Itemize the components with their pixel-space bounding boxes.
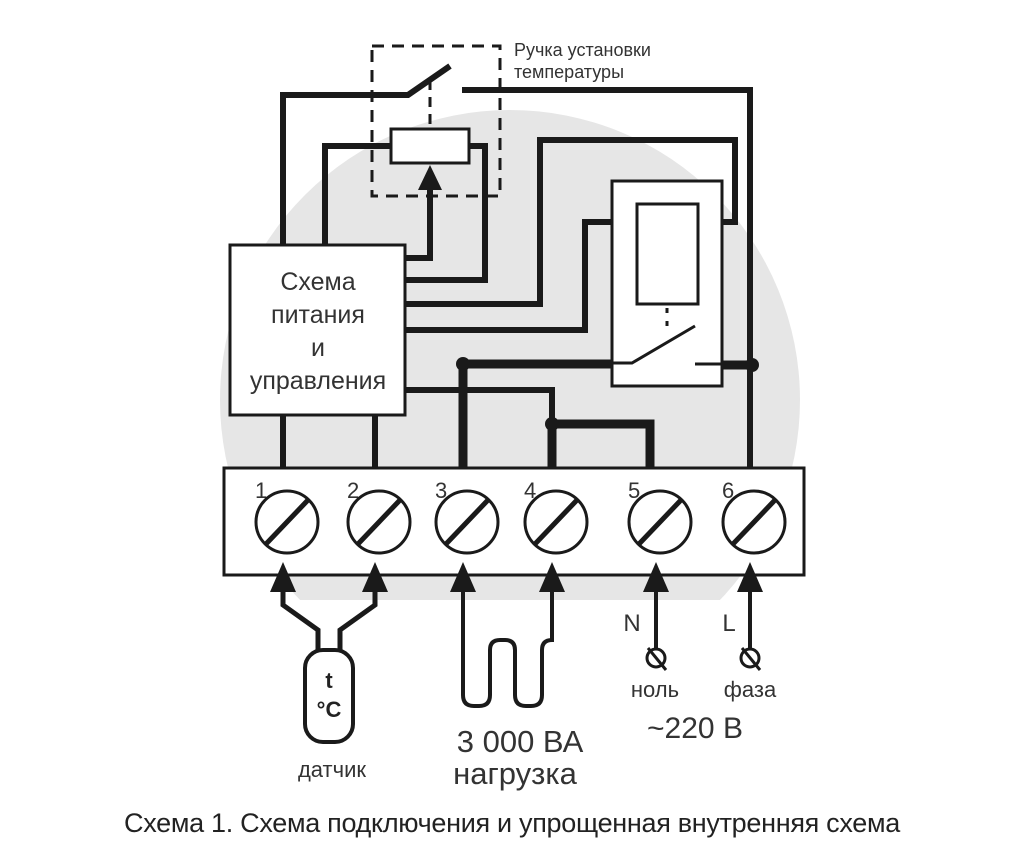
pot-wire-right [405, 143, 488, 283]
control-block-line-3: и [311, 334, 325, 362]
terminal-arrow-1 [270, 562, 296, 592]
load-power: 3 000 ВА [457, 724, 584, 759]
control-block-line-1: Схема [280, 268, 355, 296]
knob-dashed-box [370, 44, 502, 198]
screw-slot-4 [533, 498, 579, 546]
phase-label: фаза [724, 677, 777, 702]
relay-contact [612, 324, 696, 365]
screw-slot-6 [731, 498, 777, 546]
pot-wire-left [322, 143, 391, 245]
mains-voltage: ~220 В [647, 712, 743, 745]
junction-4 [545, 417, 559, 431]
terminal-number-1: 1 [255, 478, 267, 503]
temperature-sensor [303, 648, 355, 744]
control-block [228, 243, 407, 417]
knob-label-line-1: Ручка установки [514, 40, 651, 60]
neutral-plug-icon [645, 647, 667, 669]
terminal-arrow-2 [362, 562, 388, 592]
figure-caption: Схема 1. Схема подключения и упрощенная … [124, 808, 900, 838]
terminal-number-3: 3 [435, 478, 447, 503]
junction-phase [745, 358, 759, 372]
phase-plug-icon [739, 647, 761, 669]
screw-slot-3 [444, 498, 490, 546]
neutral-wire-5 [552, 419, 655, 470]
relay-coil [635, 202, 700, 306]
screw-slot-2 [356, 498, 402, 546]
terminal-number-2: 2 [347, 478, 359, 503]
sensor-lead-right [337, 590, 378, 650]
switch-wire-left [280, 63, 452, 245]
relay-coil-wire-right [405, 137, 738, 307]
sensor-label: датчик [298, 757, 366, 782]
pot-wiper-arrow [418, 165, 442, 190]
pot-wiper-wire [405, 190, 433, 261]
sensor-symbol-c: °C [317, 697, 342, 722]
screw-slot-5 [637, 498, 683, 546]
phase-plug-slash [740, 647, 762, 671]
potentiometer [389, 127, 471, 165]
sensor-symbol-t: t [325, 668, 333, 693]
terminal-arrow-3 [450, 562, 476, 592]
terminal-arrow-6 [737, 562, 763, 592]
switch-wire-right [462, 87, 753, 470]
neutral-letter: N [623, 610, 640, 637]
terminal-block [222, 466, 806, 577]
phase-letter: L [722, 610, 735, 637]
neutral-label: ноль [631, 677, 679, 702]
knob-label-line-2: температуры [514, 62, 624, 82]
screw-slot-1 [264, 498, 310, 546]
terminal-number-6: 6 [722, 478, 734, 503]
control-block-line-4: управления [250, 367, 386, 395]
load-label: нагрузка [453, 756, 578, 791]
terminal-arrow-5 [643, 562, 669, 592]
terminal-number-5: 5 [628, 478, 640, 503]
junction-3 [456, 357, 470, 371]
terminal-arrow-4 [539, 562, 565, 592]
heating-element [461, 590, 554, 708]
terminal-number-4: 4 [524, 478, 536, 503]
sensor-lead-left [280, 590, 321, 650]
control-block-line-2: питания [271, 301, 365, 329]
neutral-plug-slash [646, 647, 668, 671]
